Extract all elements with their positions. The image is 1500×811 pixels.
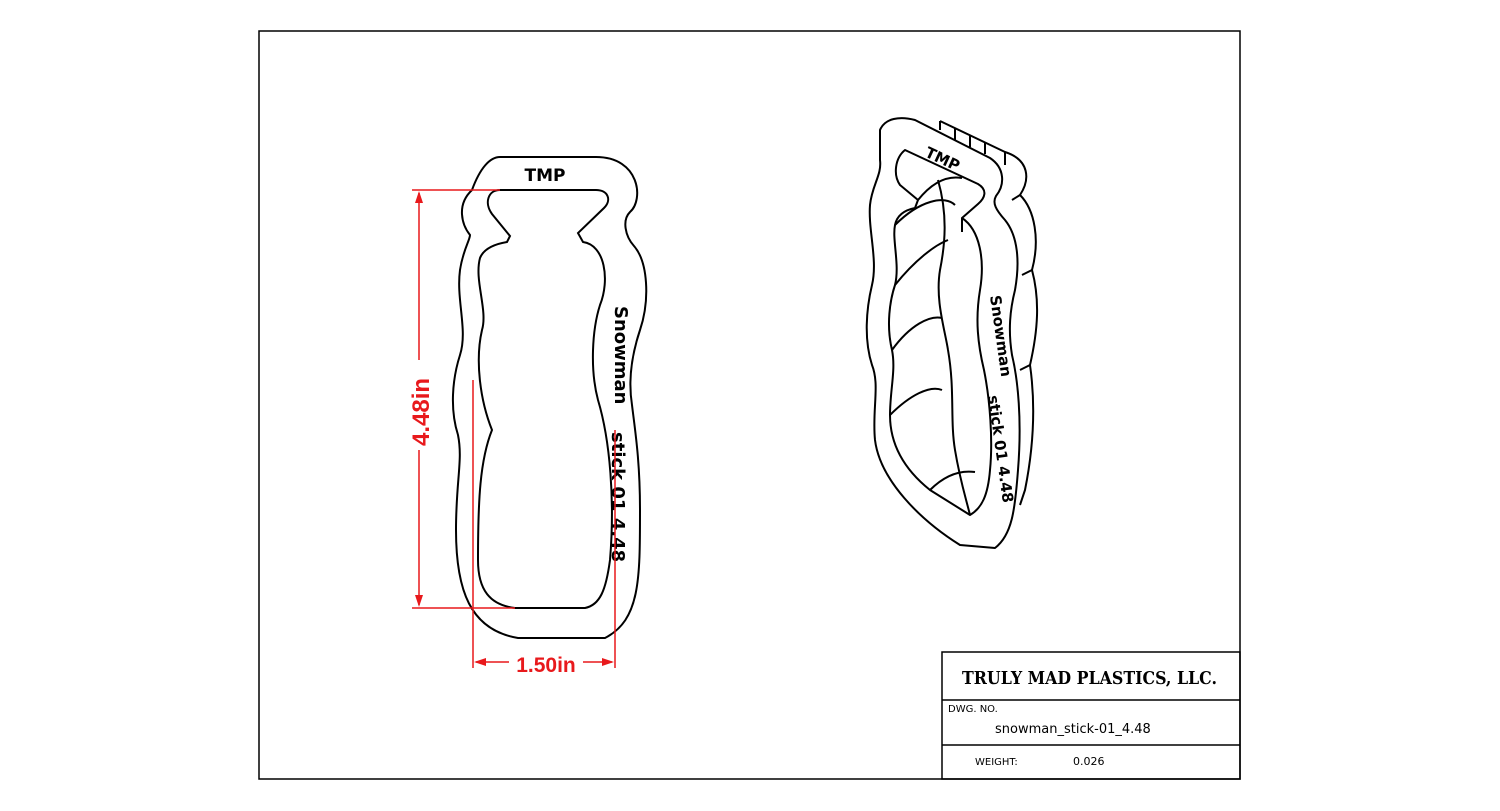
- weight-value: 0.026: [1073, 755, 1105, 768]
- iso-back-outline: [939, 120, 1039, 506]
- dwg-no-label: DWG. NO.: [948, 704, 998, 715]
- front-top-label: TMP: [525, 166, 566, 186]
- iso-top-label: TMP: [922, 143, 962, 175]
- iso-inner-outline: [888, 149, 993, 516]
- height-label-bg: [405, 360, 435, 450]
- width-arrow-left: [474, 658, 486, 666]
- dwg-no-value: snowman_stick-01_4.48: [995, 722, 1151, 737]
- front-outer-outline: [451, 156, 648, 639]
- iso-wall-lines: [937, 179, 971, 516]
- front-side-label-2: stick 01 4.48: [607, 432, 628, 562]
- iso-back-top-steps: [939, 121, 1033, 371]
- height-dimension-label: 4.48in: [408, 378, 435, 446]
- iso-side-label-2: stick 01 4.48: [984, 394, 1017, 504]
- front-view: [451, 156, 648, 639]
- dimension-arrows: [415, 191, 614, 666]
- width-label-bg: [509, 650, 583, 676]
- width-dimension-label: 1.50in: [516, 654, 576, 677]
- title-block-frame: [941, 651, 1241, 780]
- weight-label: WEIGHT:: [975, 757, 1018, 768]
- sheet-border: [258, 30, 1241, 780]
- title-block: [941, 651, 1241, 780]
- front-side-label-1: Snowman: [610, 306, 631, 405]
- front-inner-outline: [476, 189, 613, 609]
- width-arrow-right: [602, 658, 614, 666]
- iso-view: [865, 117, 1039, 549]
- iso-outer-outline: [865, 117, 1021, 549]
- height-arrow-bottom: [415, 595, 423, 607]
- company-name: TRULY MAD PLASTICS, LLC.: [962, 668, 1217, 689]
- height-arrow-top: [415, 191, 423, 203]
- dimension-lines: [412, 189, 616, 668]
